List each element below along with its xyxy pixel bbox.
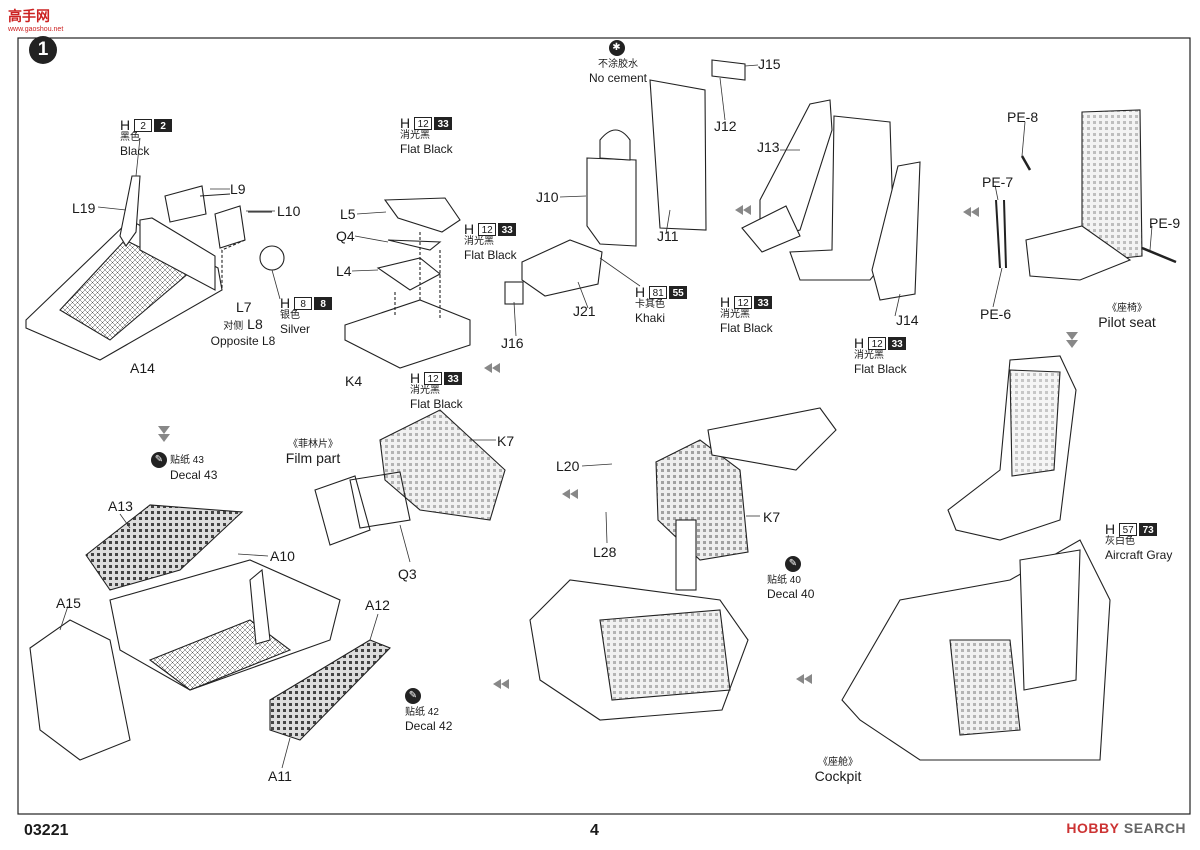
- kit-number: 03221: [24, 822, 69, 839]
- part-label-l19: L19: [72, 200, 96, 216]
- part-label-j16: J16: [501, 335, 524, 351]
- part-label-l5: L5: [340, 206, 356, 222]
- part-label-a13: A13: [108, 498, 133, 514]
- cockpit-caption: 《座舱》Cockpit: [814, 757, 862, 784]
- part-label-l4: L4: [336, 263, 352, 279]
- part-label-a10: A10: [270, 548, 295, 564]
- part-label-pe9: PE-9: [1149, 215, 1181, 231]
- part-label-j12: J12: [714, 118, 737, 134]
- part-label-q4: Q4: [336, 228, 355, 244]
- part-label-a15: A15: [56, 595, 81, 611]
- part-label-pe7: PE-7: [982, 174, 1014, 190]
- step-number: 1: [29, 36, 57, 64]
- part-label-l9: L9: [230, 181, 246, 197]
- part-label-q3: Q3: [398, 566, 417, 582]
- decal-icon: ✎: [785, 556, 801, 572]
- part-label-k7-film: K7: [497, 433, 515, 449]
- part-label-l10: L10: [277, 203, 301, 219]
- part-label-k7: K7: [763, 509, 781, 525]
- part-label-j14: J14: [896, 312, 919, 328]
- hobbysearch-watermark: HOBBY SEARCH: [1066, 820, 1186, 836]
- part-label-l7: L7: [236, 299, 252, 315]
- pilot-seat-caption: 《座椅》Pilot seat: [1098, 303, 1156, 330]
- film-part-caption: 《菲林片》Film part: [285, 439, 341, 466]
- decal-icon: ✎: [405, 688, 421, 704]
- page-number: 4: [590, 822, 599, 839]
- part-label-j15: J15: [758, 56, 781, 72]
- part-label-pe6: PE-6: [980, 306, 1012, 322]
- part-label-j13: J13: [757, 139, 780, 155]
- part-label-j21: J21: [573, 303, 596, 319]
- part-label-a14: A14: [130, 360, 155, 376]
- part-label-a11: A11: [268, 768, 292, 784]
- decal-icon: ✎: [151, 452, 167, 468]
- part-label-j10: J10: [536, 189, 559, 205]
- part-label-l20: L20: [556, 458, 580, 474]
- part-label-pe8: PE-8: [1007, 109, 1039, 125]
- part-label-k4: K4: [345, 373, 363, 389]
- no-cement-icon: ✱: [608, 40, 625, 56]
- part-label-j11: J11: [657, 228, 679, 244]
- part-label-l28: L28: [593, 544, 617, 560]
- part-label-a12: A12: [365, 597, 390, 613]
